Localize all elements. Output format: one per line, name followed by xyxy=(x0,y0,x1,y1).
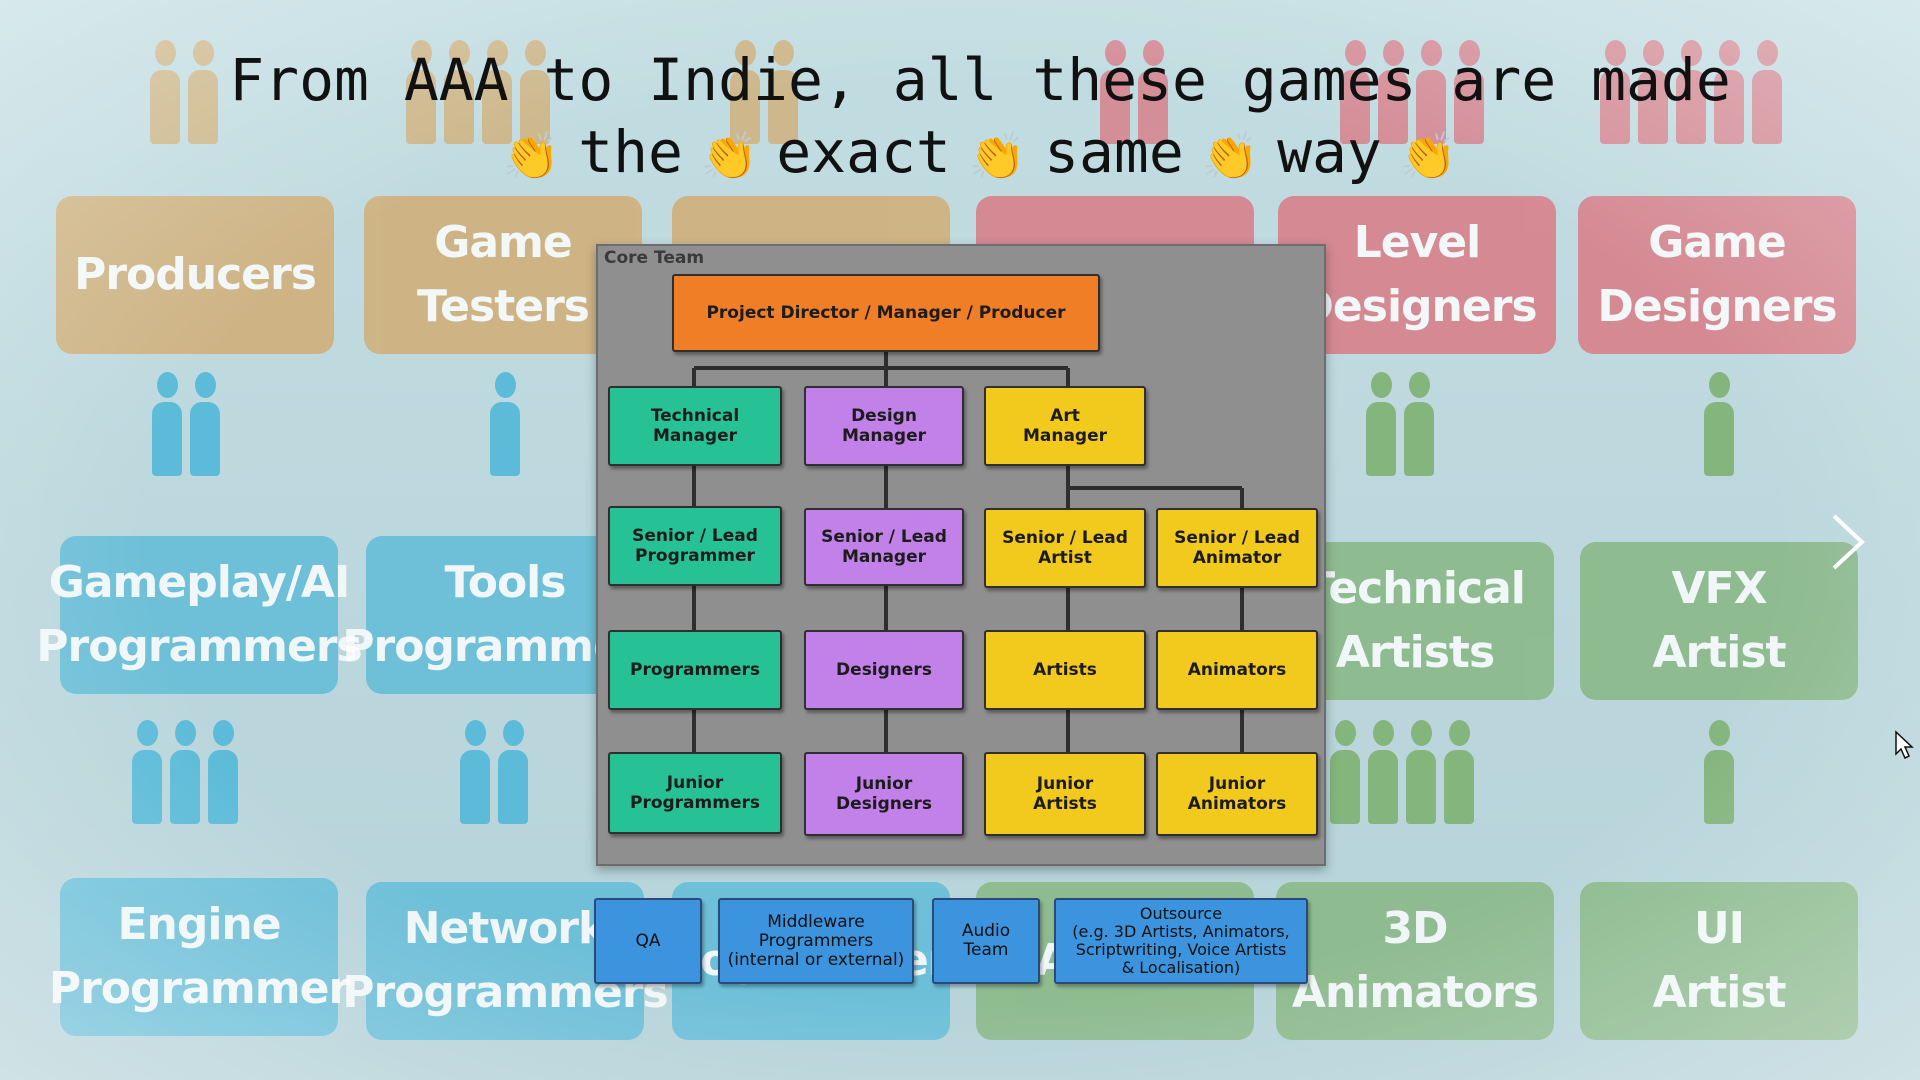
headline: From AAA to Indie, all these games are m… xyxy=(160,44,1800,192)
headline-word: the xyxy=(578,118,683,186)
junior-programmers-box: Junior Programmers xyxy=(608,752,782,834)
clapping-hands-icon: 👏 xyxy=(968,129,1027,183)
audio-team-box: Audio Team xyxy=(932,898,1040,984)
role-tile: Gameplay/AI Programmers xyxy=(36,536,363,694)
people-icon xyxy=(1704,372,1734,476)
people-icon xyxy=(460,720,528,824)
programmers-box: Programmers xyxy=(608,630,782,710)
people-icon xyxy=(1600,40,1782,144)
people-icon xyxy=(132,720,238,824)
clapping-hands-icon: 👏 xyxy=(1399,129,1458,183)
people-icon xyxy=(150,40,218,144)
people-icon xyxy=(1366,372,1434,476)
people-icon xyxy=(406,40,550,144)
headline-line-1: From AAA to Indie, all these games are m… xyxy=(229,46,1731,114)
qa-box: QA xyxy=(594,898,702,984)
lead-programmer-box: Senior / Lead Programmer xyxy=(608,506,782,586)
junior-designers-box: Junior Designers xyxy=(804,752,964,836)
lead-animator-box: Senior / Lead Animator xyxy=(1156,508,1318,588)
people-icon xyxy=(1100,40,1168,144)
headline-line-2: 👏 the 👏 exact 👏 same 👏 way 👏 xyxy=(160,116,1800,192)
junior-artists-box: Junior Artists xyxy=(984,752,1146,836)
role-tile: Engine Programmer xyxy=(49,878,350,1036)
animators-box: Animators xyxy=(1156,630,1318,710)
clapping-hands-icon: 👏 xyxy=(502,129,561,183)
next-arrow-icon[interactable] xyxy=(1828,512,1868,572)
junior-animators-box: Junior Animators xyxy=(1156,752,1318,836)
clapping-hands-icon: 👏 xyxy=(700,129,759,183)
headline-word: exact xyxy=(776,118,951,186)
project-director-box: Project Director / Manager / Producer xyxy=(672,274,1100,352)
clapping-hands-icon: 👏 xyxy=(1201,129,1260,183)
artists-box: Artists xyxy=(984,630,1146,710)
role-tile: Game Designers xyxy=(1578,196,1856,354)
role-tile: Producers xyxy=(56,196,334,354)
role-tile: 3D Animators xyxy=(1276,882,1554,1040)
mouse-cursor-icon xyxy=(1895,730,1914,760)
lead-manager-box: Senior / Lead Manager xyxy=(804,508,964,586)
lead-artist-box: Senior / Lead Artist xyxy=(984,508,1146,588)
middleware-programmers-box: Middleware Programmers (internal or exte… xyxy=(718,898,914,984)
people-icon xyxy=(730,40,798,144)
people-icon xyxy=(1704,720,1734,824)
people-icon xyxy=(490,372,520,476)
people-icon xyxy=(1330,720,1474,824)
headline-word: same xyxy=(1044,118,1184,186)
design-manager-box: Design Manager xyxy=(804,386,964,466)
art-manager-box: Art Manager xyxy=(984,386,1146,466)
headline-word: way xyxy=(1277,118,1382,186)
role-tile: Game Testers xyxy=(364,196,642,354)
role-tile: VFX Artist xyxy=(1580,542,1858,700)
core-team-chart: Core Team xyxy=(596,244,1326,866)
role-tile: UI Artist xyxy=(1580,882,1858,1040)
people-icon xyxy=(1340,40,1484,144)
people-icon xyxy=(152,372,220,476)
technical-manager-box: Technical Manager xyxy=(608,386,782,466)
outsource-box: Outsource (e.g. 3D Artists, Animators, S… xyxy=(1054,898,1308,984)
org-connectors xyxy=(692,350,1244,752)
designers-box: Designers xyxy=(804,630,964,710)
core-team-label: Core Team xyxy=(604,248,705,268)
